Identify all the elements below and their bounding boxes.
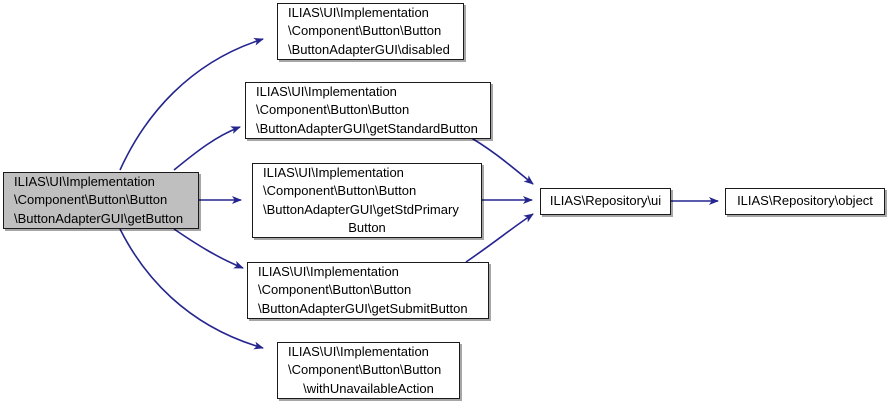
node-line: Button	[348, 220, 386, 235]
node-line: ILIAS\UI\Implementation	[256, 83, 397, 99]
node-line: ILIAS\UI\Implementation	[288, 4, 429, 20]
node-line: \Component\Button\Button	[288, 23, 442, 39]
node-line: \withUnavailableAction	[303, 380, 434, 396]
node-line: \Component\Button\Button	[256, 102, 410, 118]
node-with-unavailable-action[interactable]: ILIAS\UI\Implementation \Component\Butto…	[277, 342, 460, 399]
edge-getbutton-getsubmitbutton	[173, 228, 244, 269]
node-disabled[interactable]: ILIAS\UI\Implementation \Component\Butto…	[277, 3, 464, 60]
edge-getbutton-withunavailableaction	[119, 228, 264, 350]
node-get-button[interactable]: ILIAS\UI\Implementation \Component\Butto…	[3, 172, 199, 229]
node-line: ILIAS\Repository\ui	[549, 193, 662, 209]
node-line: ILIAS\UI\Implementation	[263, 164, 404, 180]
node-line: \Component\Button\Button	[14, 192, 168, 208]
edge-getbutton-getstandardbutton	[173, 126, 241, 171]
edge-getbutton-disabled	[119, 37, 264, 171]
node-line: \Component\Button\Button	[263, 183, 417, 198]
node-line: \ButtonAdapterGUI\getStdPrimary	[263, 201, 459, 217]
edge-getsubmitbutton-repositoryui	[465, 213, 534, 263]
node-get-submit-button[interactable]: ILIAS\UI\Implementation \Component\Butto…	[247, 262, 489, 319]
node-line: \ButtonAdapterGUI\getSubmitButton	[258, 300, 468, 316]
node-line: \Component\Button\Button	[288, 362, 442, 378]
node-line: \Component\Button\Button	[258, 282, 412, 298]
node-line: \ButtonAdapterGUI\disabled	[288, 41, 450, 57]
node-line: ILIAS\UI\Implementation	[258, 263, 399, 279]
node-line: ILIAS\UI\Implementation	[288, 343, 429, 359]
node-line: \ButtonAdapterGUI\getButton	[14, 210, 184, 226]
node-line: \ButtonAdapterGUI\getStandardButton	[256, 120, 478, 136]
node-get-std-primary-button[interactable]: ILIAS\UI\Implementation \Component\Butto…	[252, 163, 482, 238]
node-repository-ui[interactable]: ILIAS\Repository\ui	[540, 188, 671, 215]
node-get-standard-button[interactable]: ILIAS\UI\Implementation \Component\Butto…	[245, 82, 491, 139]
node-line: ILIAS\Repository\object	[737, 193, 873, 209]
node-line: ILIAS\UI\Implementation	[14, 173, 155, 189]
node-repository-object[interactable]: ILIAS\Repository\object	[725, 188, 885, 215]
